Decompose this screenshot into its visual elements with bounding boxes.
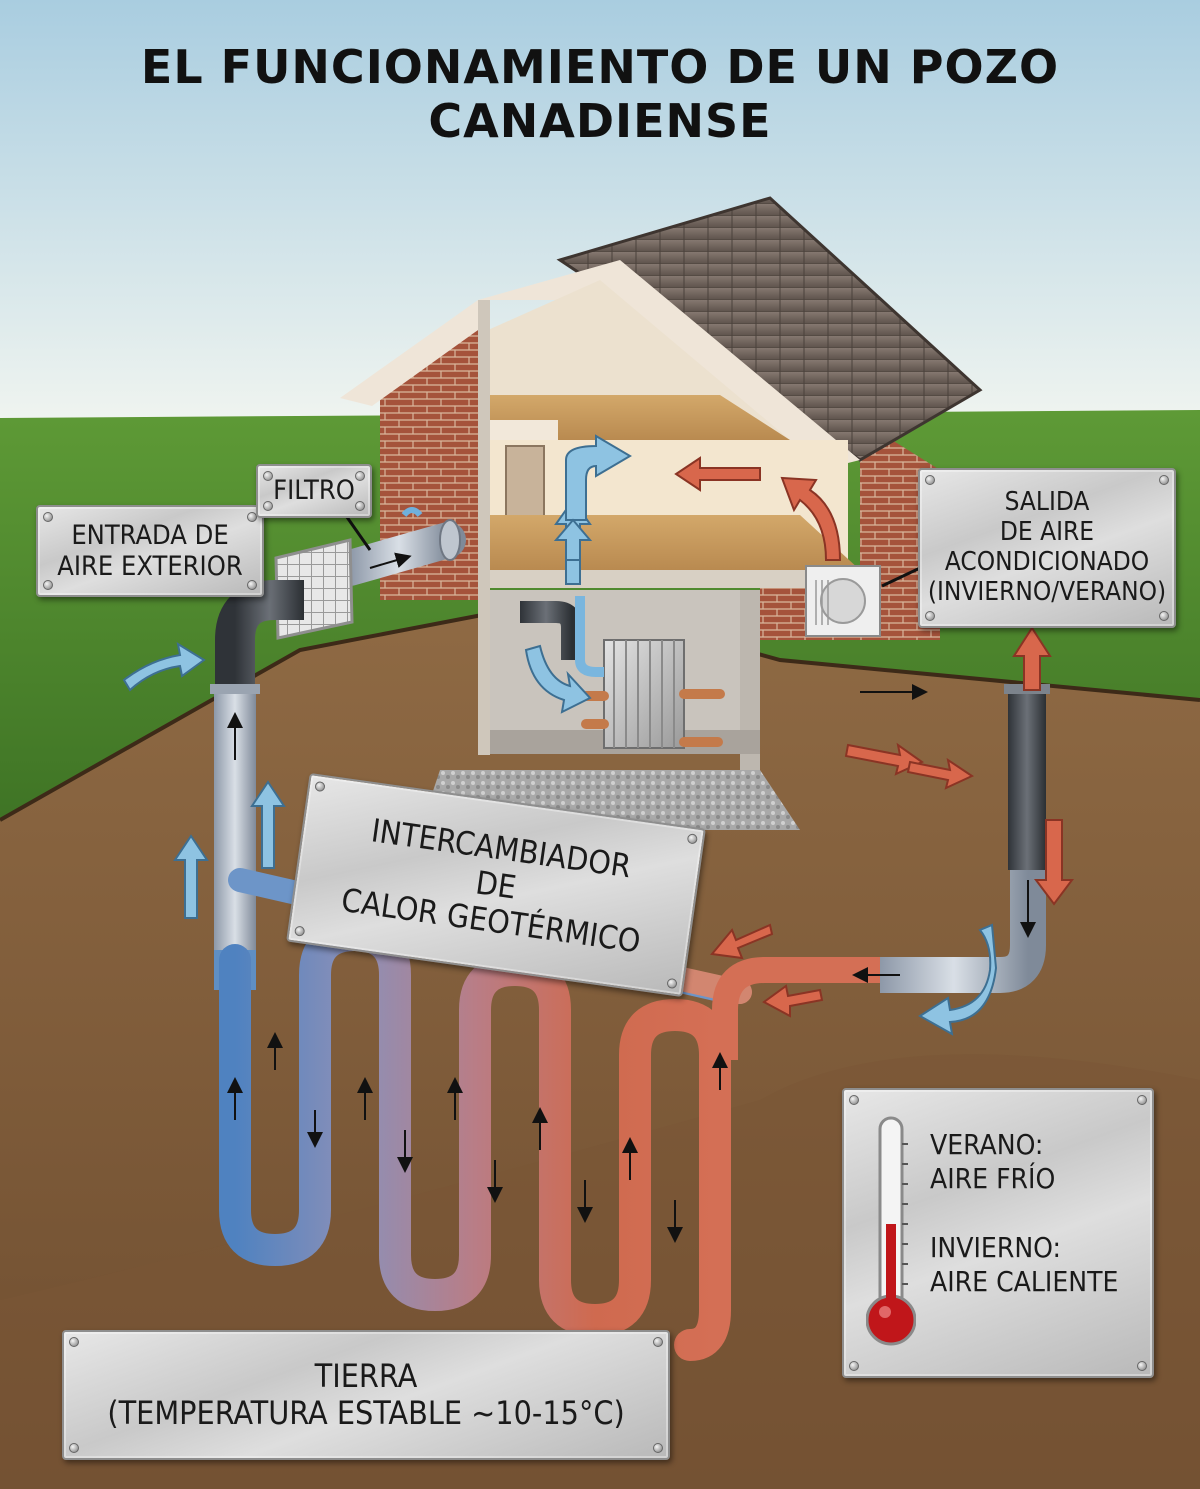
lower-floor <box>488 515 860 570</box>
heat-exchanger-unit <box>603 639 685 749</box>
label-line: FILTRO <box>273 475 355 507</box>
return-riser <box>1008 690 1046 870</box>
label-conditioned-air-outlet: SALIDA DE AIRE ACONDICIONADO (INVIERNO/V… <box>918 468 1176 628</box>
upper-floor <box>488 395 790 440</box>
label-line: INVIERNO: <box>930 1231 1061 1265</box>
label-ground-temperature: TIERRA (TEMPERATURA ESTABLE ~10-15°C) <box>62 1330 670 1460</box>
label-line: AIRE CALIENTE <box>930 1264 1119 1298</box>
label-line: VERANO: <box>930 1128 1044 1161</box>
geothermal-loop <box>219 919 731 1361</box>
label-line: AIRE EXTERIOR <box>57 551 243 582</box>
label-outdoor-air-intake: ENTRADA DE AIRE EXTERIOR <box>36 505 264 597</box>
intake-elbow <box>215 580 304 690</box>
label-line: (INVIERNO/VERANO) <box>927 576 1167 607</box>
label-line: ACONDICIONADO <box>944 547 1150 577</box>
label-line: SALIDA <box>1004 487 1090 518</box>
copper-pipes <box>581 689 725 747</box>
door <box>505 445 545 523</box>
label-line: (TEMPERATURA ESTABLE ~10-15°C) <box>107 1394 625 1432</box>
thermometer-icon <box>866 1116 916 1346</box>
warm-branch <box>712 957 880 1060</box>
label-filter: FILTRO <box>256 464 372 518</box>
label-line: ENTRADA DE <box>71 519 229 551</box>
warm-air-arrows <box>674 456 1074 1018</box>
label-line: DE AIRE <box>999 517 1095 548</box>
return-header <box>880 860 1046 993</box>
cold-air-arrows <box>122 434 998 1036</box>
label-seasonal-air: VERANO: AIRE FRÍO INVIERNO: AIRE CALIENT… <box>842 1088 1154 1378</box>
page-title: EL FUNCIONAMIENTO DE UN POZO CANADIENSE <box>140 40 1060 148</box>
label-line: TIERRA <box>314 1357 418 1396</box>
label-line: AIRE FRÍO <box>930 1161 1056 1195</box>
